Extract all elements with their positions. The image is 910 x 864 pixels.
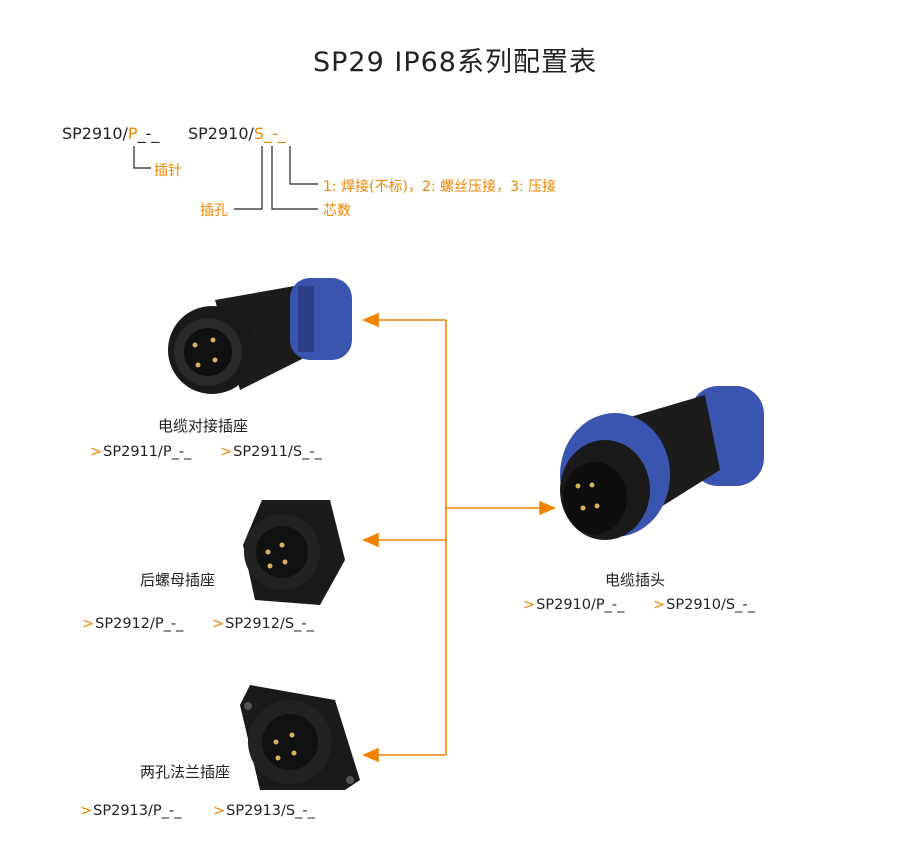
product-name-flange: 两孔法兰插座: [140, 763, 231, 781]
product-name-rear-nut: 后螺母插座: [140, 571, 216, 589]
arrow-head-plug: [539, 500, 557, 516]
product-code: SP2910/S_-_: [666, 597, 755, 613]
pin-code-prefix: SP2910/: [62, 124, 128, 143]
product-code: SP2912/P_-_: [95, 616, 184, 632]
pin-code-letter: P: [127, 124, 138, 143]
socket-code-letter: S: [253, 124, 265, 143]
pin-code-pattern: SP2910/P_-_: [62, 124, 159, 143]
arrow-head-cable-receptacle: [361, 312, 379, 328]
socket-label: 插孔: [200, 203, 228, 219]
legend-leader-lines: [133, 146, 318, 210]
product-code: SP2913/P_-_: [93, 803, 182, 819]
product-name-cable-receptacle: 电缆对接插座: [158, 417, 249, 435]
product-code-link[interactable]: >SP2911/P_-_: [90, 444, 191, 460]
product-code: SP2911/P_-_: [103, 444, 192, 460]
flange-receptacle-image: [240, 685, 360, 790]
chevron-right-icon: >: [82, 616, 95, 632]
page-title: SP29 IP68系列配置表: [313, 47, 597, 78]
chevron-right-icon: >: [220, 444, 233, 460]
product-code: SP2913/S_-_: [226, 803, 315, 819]
chevron-right-icon: >: [212, 616, 225, 632]
arrow-head-rear-nut: [361, 532, 379, 548]
cable-receptacle-image: [168, 278, 352, 394]
product-code: SP2912/S_-_: [225, 616, 314, 632]
product-code-link[interactable]: >SP2911/S_-_: [220, 444, 322, 460]
rear-nut-receptacle-image: [243, 500, 345, 605]
chevron-right-icon: >: [653, 597, 666, 613]
termination-label: 1: 焊接(不标)，2: 螺丝压接，3: 压接: [323, 179, 557, 195]
product-name-cable-plug: 电缆插头: [605, 571, 666, 589]
cores-label: 芯数: [323, 203, 351, 219]
socket-code-suffix: _-_: [264, 124, 286, 143]
product-code-link[interactable]: >SP2910/S_-_: [653, 597, 755, 613]
chevron-right-icon: >: [90, 444, 103, 460]
chevron-right-icon: >: [523, 597, 536, 613]
cable-plug-image: [560, 386, 764, 540]
product-code: SP2911/S_-_: [233, 444, 322, 460]
product-code-link[interactable]: >SP2913/S_-_: [213, 803, 315, 819]
connection-arrows: [361, 312, 557, 763]
arrow-head-flange: [361, 747, 379, 763]
product-code: SP2910/P_-_: [536, 597, 625, 613]
pin-code-suffix: _-_: [137, 124, 160, 143]
product-code-link[interactable]: >SP2912/S_-_: [212, 616, 314, 632]
chevron-right-icon: >: [80, 803, 93, 819]
pin-label: 插针: [154, 163, 182, 179]
socket-code-pattern: SP2910/S_-_: [188, 124, 286, 143]
socket-code-prefix: SP2910/: [188, 124, 254, 143]
product-code-link[interactable]: >SP2912/P_-_: [82, 616, 183, 632]
chevron-right-icon: >: [213, 803, 226, 819]
product-code-link[interactable]: >SP2910/P_-_: [523, 597, 624, 613]
product-code-link[interactable]: >SP2913/P_-_: [80, 803, 181, 819]
